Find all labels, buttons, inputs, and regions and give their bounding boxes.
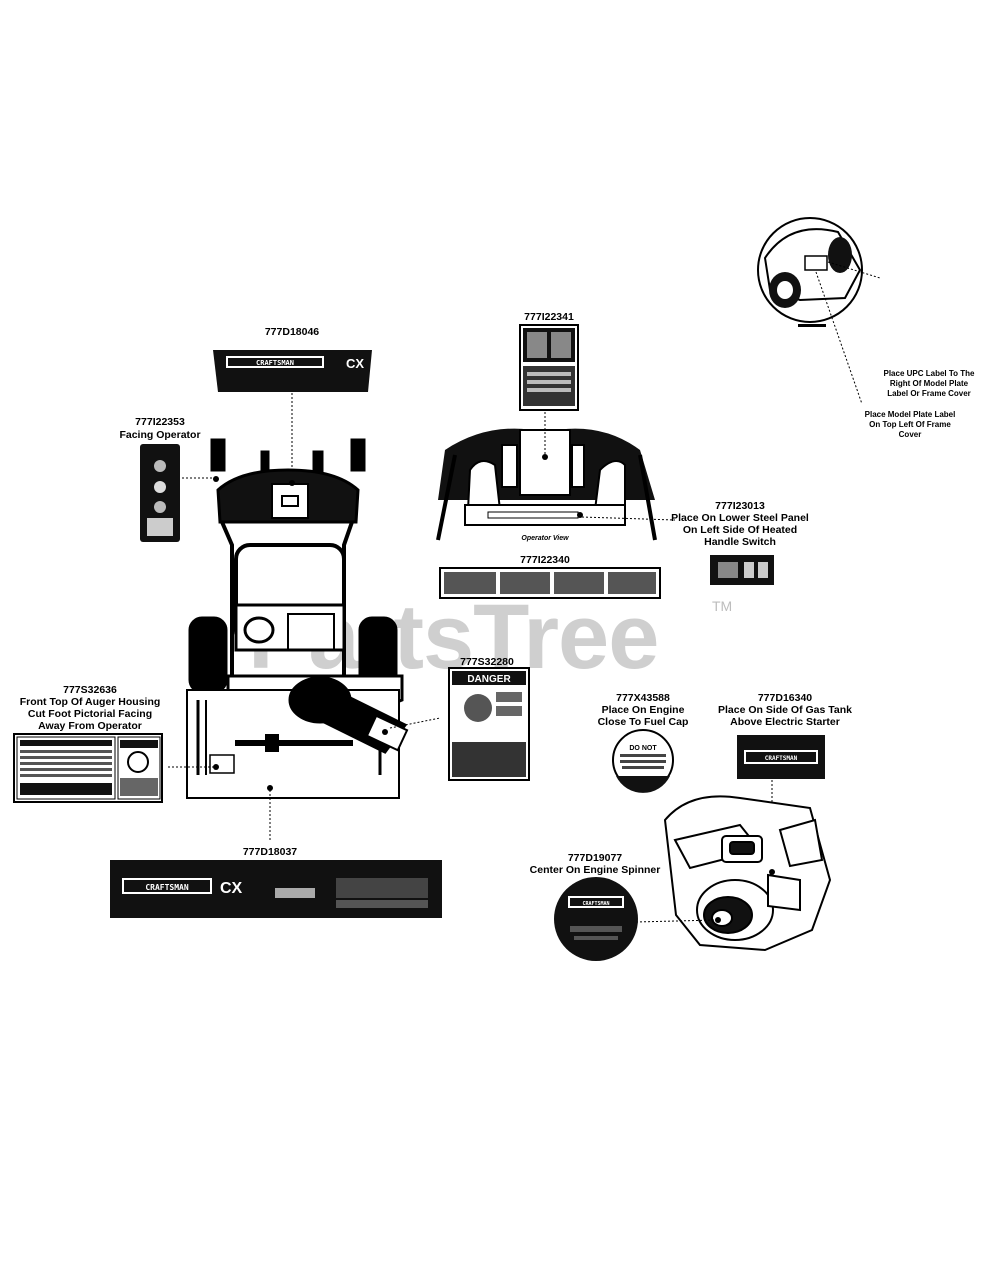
label-777D18046: 777D18046 <box>264 326 320 338</box>
decal-777S32280[interactable]: DANGER <box>448 667 530 781</box>
label-777D19077: 777D19077 <box>567 852 623 864</box>
label-777X43588-line2: Close To Fuel Cap <box>597 716 689 728</box>
label-777S32636: 777S32636 <box>63 684 117 696</box>
label-model-plate-line3: Cover <box>898 430 922 439</box>
snowblower-front-view <box>186 438 409 799</box>
label-777S32636-line2: Cut Foot Pictorial Facing <box>27 708 153 720</box>
label-upc-line2: Right Of Model Plate <box>889 379 969 388</box>
label-upc-line1: Place UPC Label To The <box>883 369 975 378</box>
label-model-plate-line2: On Top Left Of Frame <box>869 420 951 429</box>
label-777S32636-line3: Away From Operator <box>38 720 142 732</box>
label-777I22353-line1: Facing Operator <box>119 429 201 441</box>
decal-777D16340[interactable]: CRAFTSMAN <box>737 735 825 779</box>
operator-view-caption: Operator View <box>521 535 569 542</box>
label-777D18037: 777D18037 <box>242 846 298 858</box>
decal-777D18037[interactable]: CRAFTSMAN CX <box>110 860 442 918</box>
svg-text:CRAFTSMAN: CRAFTSMAN <box>765 755 798 762</box>
decal-brand-text: CRAFTSMAN <box>256 359 294 367</box>
label-777I23013-line2: On Left Side Of Heated <box>682 524 798 536</box>
decal-777I22341[interactable] <box>519 324 579 411</box>
decal-777D19077[interactable]: CRAFTSMAN <box>554 877 638 961</box>
decal-777I23013[interactable] <box>710 555 774 585</box>
label-777D16340: 777D16340 <box>757 692 813 704</box>
decal-777X43588[interactable]: DO NOT <box>612 729 674 793</box>
label-777I22340: 777I22340 <box>520 554 570 566</box>
label-777D16340-line1: Place On Side Of Gas Tank <box>717 704 853 716</box>
label-777I22341: 777I22341 <box>524 311 574 323</box>
label-model-plate-line1: Place Model Plate Label <box>864 410 956 419</box>
inset-detail-circle <box>757 217 863 327</box>
decal-brand-text: CRAFTSMAN <box>145 883 189 892</box>
decal-777I22353[interactable] <box>140 444 180 542</box>
label-777I23013-line1: Place On Lower Steel Panel <box>671 512 809 524</box>
decal-model-badge: CX <box>346 356 364 371</box>
label-upc-line3: Label Or Frame Cover <box>887 389 971 398</box>
label-777D16340-line2: Above Electric Starter <box>730 716 840 728</box>
label-777S32636-line1: Front Top Of Auger Housing <box>19 696 161 708</box>
do-not-text: DO NOT <box>629 745 657 752</box>
decal-777D18046[interactable]: CRAFTSMAN CX <box>213 350 372 392</box>
danger-header: DANGER <box>467 674 511 685</box>
label-777D19077-line1: Center On Engine Spinner <box>529 864 661 876</box>
label-777I23013: 777I23013 <box>715 500 765 512</box>
label-777I22353: 777I22353 <box>135 416 185 428</box>
label-777I23013-line3: Handle Switch <box>704 536 776 548</box>
label-777X43588: 777X43588 <box>616 692 670 704</box>
watermark-trademark: TM <box>712 598 733 614</box>
svg-text:CRAFTSMAN: CRAFTSMAN <box>582 901 609 907</box>
decal-777I22340[interactable] <box>439 567 661 599</box>
svg-text:CX: CX <box>220 880 243 897</box>
engine-drawing <box>663 795 832 952</box>
label-777S32280: 777S32280 <box>460 656 514 668</box>
decal-777S32636[interactable] <box>13 733 163 803</box>
dashboard-operator-view: Operator View <box>436 428 657 542</box>
label-777X43588-line1: Place On Engine <box>601 704 685 716</box>
